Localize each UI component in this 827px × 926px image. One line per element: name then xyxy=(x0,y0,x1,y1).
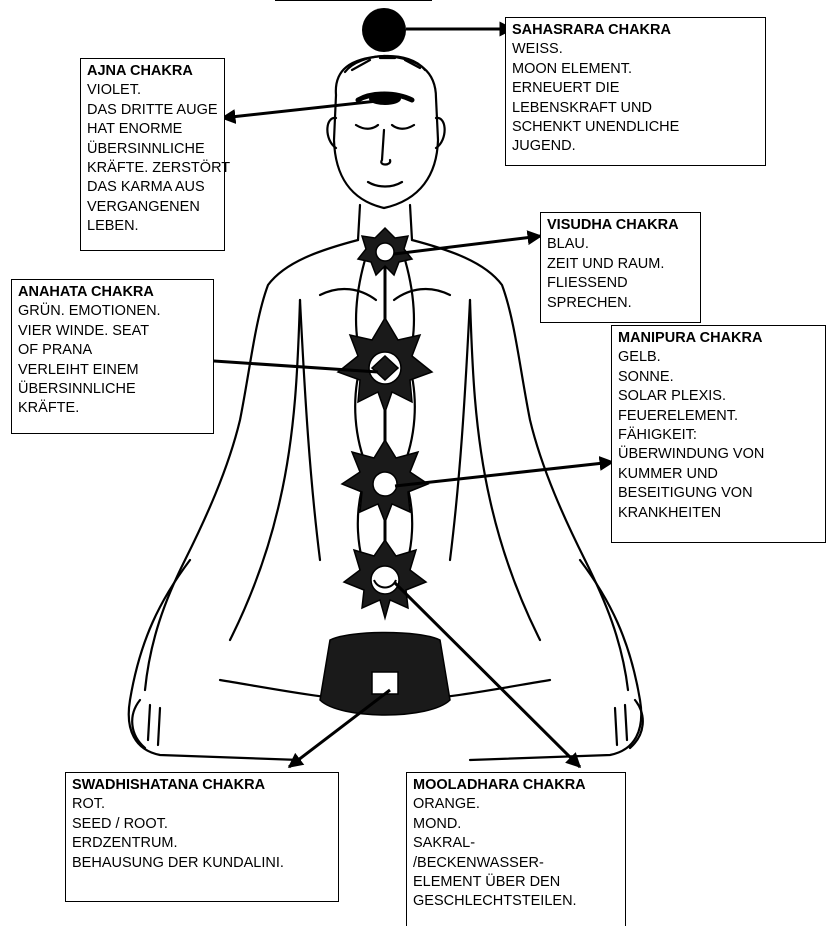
ajna-line: VIOLET. xyxy=(87,81,219,100)
manipura-line: KRANKHEITEN xyxy=(618,504,820,523)
manipura-line: SONNE. xyxy=(618,368,820,387)
sahasrara-chakra-box: SAHASRARA CHAKRA WEISS. MOON ELEMENT. ER… xyxy=(505,17,766,166)
swadhishatana-line: BEHAUSUNG DER KUNDALINI. xyxy=(72,854,333,873)
swadhishatana-line: ROT. xyxy=(72,795,333,814)
visudha-chakra-box: VISUDHA CHAKRA BLAU. ZEIT UND RAUM. FLIE… xyxy=(540,212,701,323)
ajna-line: LEBEN. xyxy=(87,217,219,236)
arrow-ajna xyxy=(222,100,387,118)
anahata-line: OF PRANA xyxy=(18,341,208,360)
ajna-title: AJNA CHAKRA xyxy=(87,62,219,81)
sahasrara-line: JUGEND. xyxy=(512,137,760,156)
ajna-line: DAS KARMA AUS xyxy=(87,178,219,197)
manipura-line: GELB. xyxy=(618,348,820,367)
visudha-line: FLIESSEND xyxy=(547,274,695,293)
visudha-line: ZEIT UND RAUM. xyxy=(547,255,695,274)
mooladhara-line: ORANGE. xyxy=(413,795,620,814)
mooladhara-line: /BECKENWASSER- xyxy=(413,854,620,873)
visudha-line: BLAU. xyxy=(547,235,695,254)
ajna-line: ÜBERSINNLICHE xyxy=(87,140,219,159)
visudha-line: SPRECHEN. xyxy=(547,294,695,313)
mooladhara-line: MOND. xyxy=(413,815,620,834)
manipura-line: KUMMER UND xyxy=(618,465,820,484)
arrow-manipura xyxy=(395,462,613,486)
sahasrara-line: MOON ELEMENT. xyxy=(512,60,760,79)
ajna-line: HAT ENORME xyxy=(87,120,219,139)
manipura-line: BESEITIGUNG VON xyxy=(618,484,820,503)
sahasrara-line: ERNEUERT DIE xyxy=(512,79,760,98)
anahata-title: ANAHATA CHAKRA xyxy=(18,283,208,302)
sahasrara-title: SAHASRARA CHAKRA xyxy=(512,21,760,40)
sahasrara-line: SCHENKT UNENDLICHE xyxy=(512,118,760,137)
ajna-line: VERGANGENEN xyxy=(87,198,219,217)
sahasrara-line: WEISS. xyxy=(512,40,760,59)
swadhishatana-line: SEED / ROOT. xyxy=(72,815,333,834)
swadhishatana-chakra-box: SWADHISHATANA CHAKRA ROT. SEED / ROOT. E… xyxy=(65,772,339,902)
mooladhara-line: GESCHLECHTSTEILEN. xyxy=(413,892,620,911)
anahata-line: ÜBERSINNLICHE xyxy=(18,380,208,399)
mooladhara-line: SAKRAL- xyxy=(413,834,620,853)
anahata-line: GRÜN. EMOTIONEN. xyxy=(18,302,208,321)
sahasrara-line: LEBENSKRAFT UND xyxy=(512,99,760,118)
anahata-line: VIER WINDE. SEAT xyxy=(18,322,208,341)
swadhishatana-title: SWADHISHATANA CHAKRA xyxy=(72,776,333,795)
anahata-chakra-box: ANAHATA CHAKRA GRÜN. EMOTIONEN. VIER WIN… xyxy=(11,279,214,434)
visudha-title: VISUDHA CHAKRA xyxy=(547,216,695,235)
manipura-chakra-box: MANIPURA CHAKRA GELB. SONNE. SOLAR PLEXI… xyxy=(611,325,826,543)
manipura-line: SOLAR PLEXIS. xyxy=(618,387,820,406)
manipura-line: ÜBERWINDUNG VON xyxy=(618,445,820,464)
manipura-line: FEUERELEMENT. xyxy=(618,407,820,426)
mooladhara-line: ELEMENT ÜBER DEN xyxy=(413,873,620,892)
hair-bun xyxy=(362,8,406,52)
swadhishatana-line: ERDZENTRUM. xyxy=(72,834,333,853)
arrow-visudha xyxy=(394,236,541,254)
mooladhara-chakra-box: MOOLADHARA CHAKRA ORANGE. MOND. SAKRAL- … xyxy=(406,772,626,926)
mooladhara-title: MOOLADHARA CHAKRA xyxy=(413,776,620,795)
anahata-line: KRÄFTE. xyxy=(18,399,208,418)
manipura-title: MANIPURA CHAKRA xyxy=(618,329,820,348)
ajna-chakra-box: AJNA CHAKRA VIOLET. DAS DRITTE AUGE HAT … xyxy=(80,58,225,251)
anahata-line: VERLEIHT EINEM xyxy=(18,361,208,380)
ajna-line: DAS DRITTE AUGE xyxy=(87,101,219,120)
ajna-line: KRÄFTE. ZERSTÖRT xyxy=(87,159,219,178)
manipura-line: FÄHIGKEIT: xyxy=(618,426,820,445)
